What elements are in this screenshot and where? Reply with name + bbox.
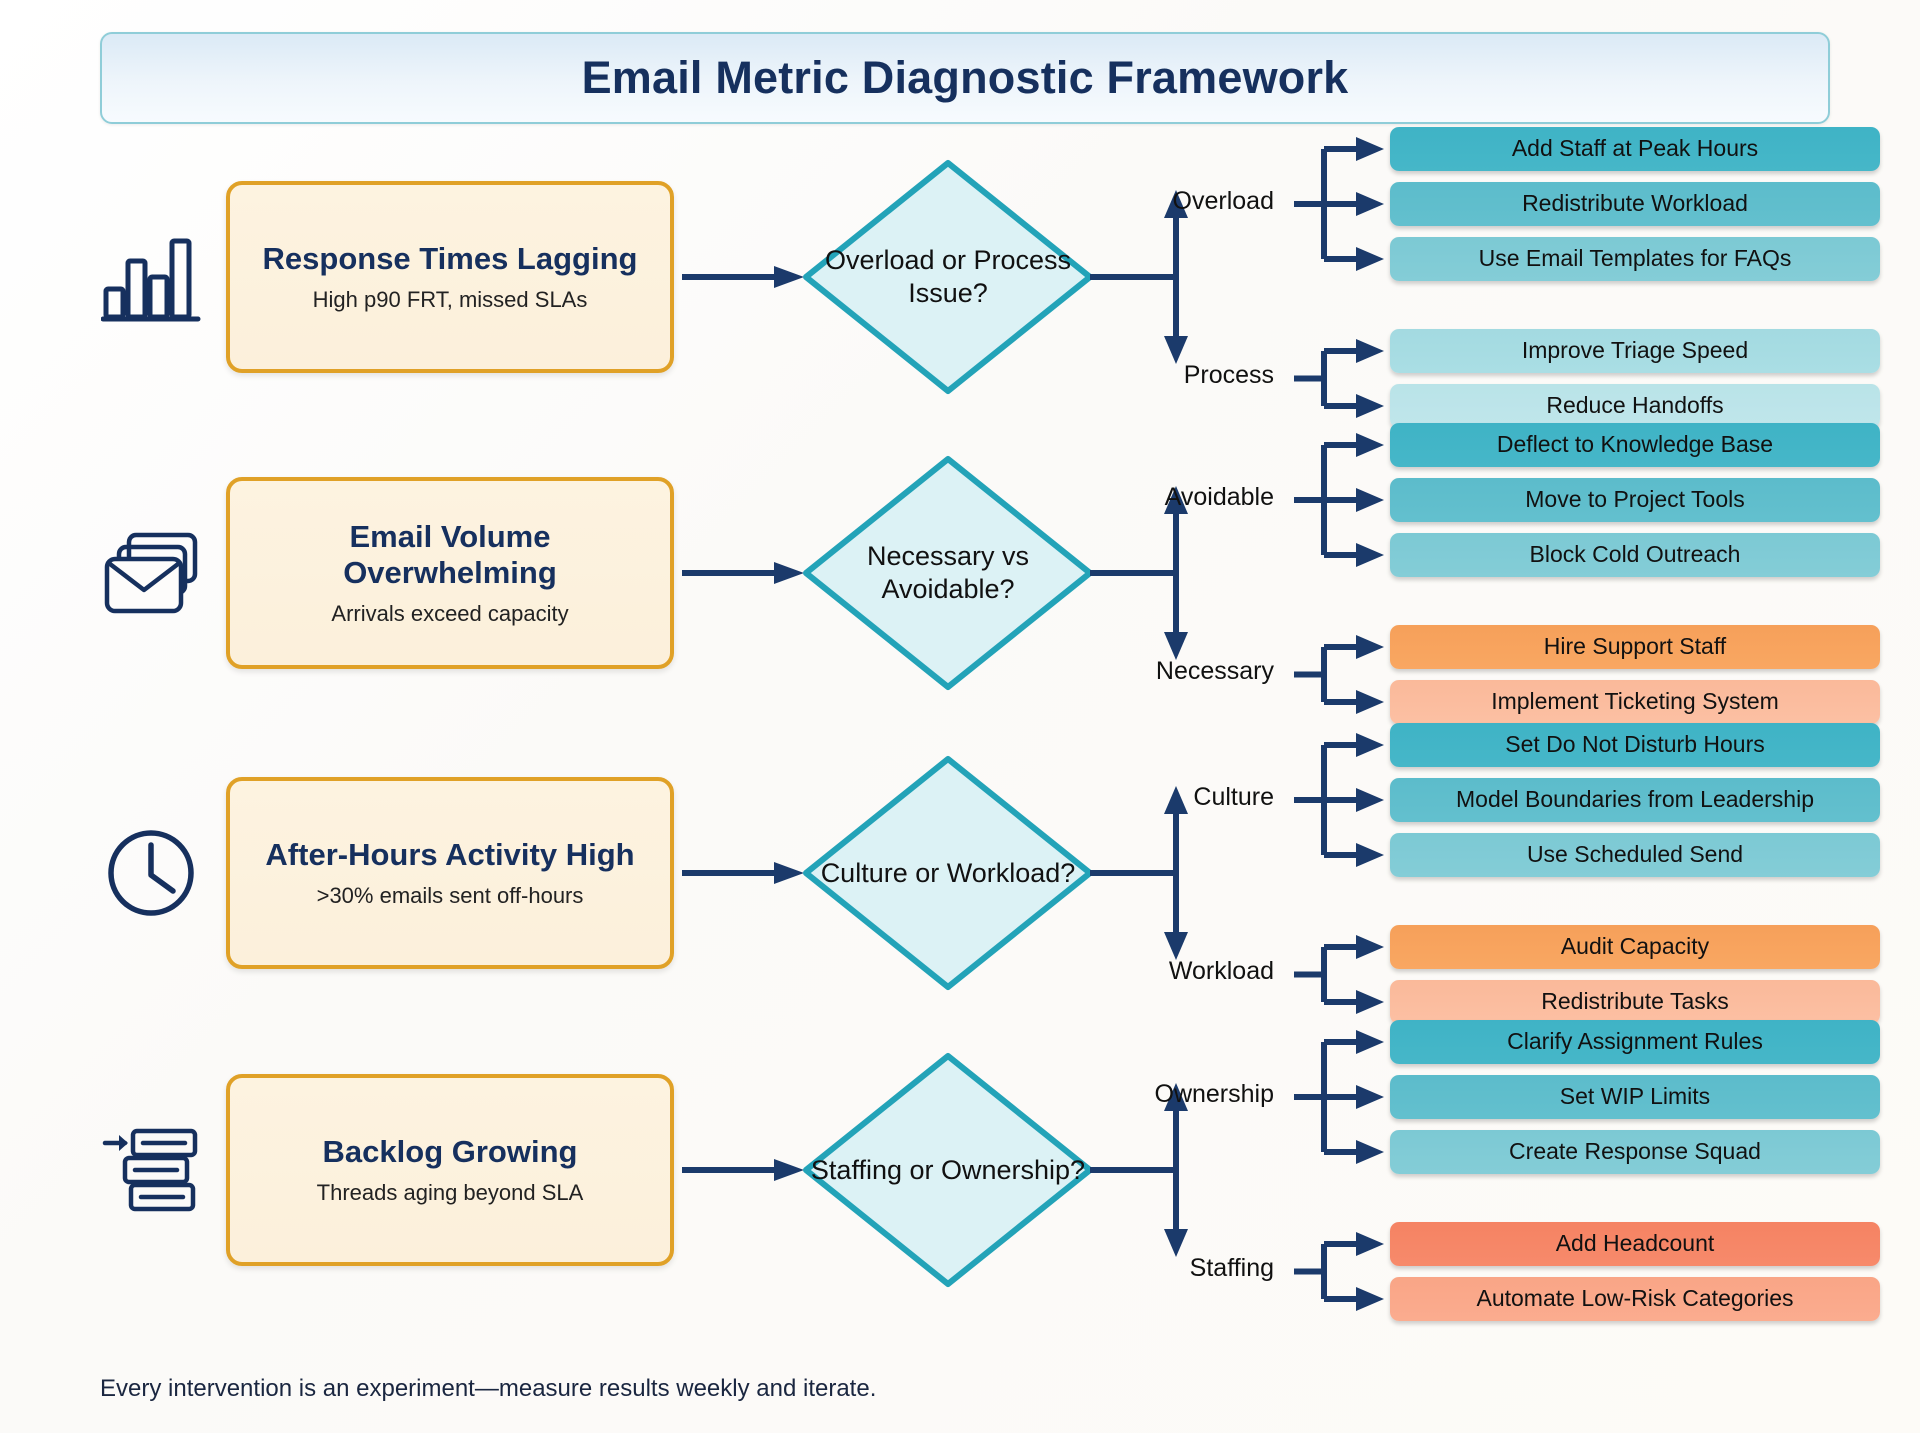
action-pill[interactable]: Improve Triage Speed [1390, 328, 1880, 373]
action-pill[interactable]: Set Do Not Disturb Hours [1390, 722, 1880, 767]
problem-box[interactable]: Backlog Growing Threads aging beyond SLA [226, 1074, 674, 1266]
bar-chart-icon [96, 222, 206, 332]
branch-connector-icon [1090, 786, 1188, 960]
problem-subtitle: Threads aging beyond SLA [316, 1179, 584, 1205]
problem-box[interactable]: After-Hours Activity High >30% emails se… [226, 777, 674, 969]
problem-to-decision-arrow [682, 264, 808, 290]
problem-subtitle: >30% emails sent off-hours [316, 882, 584, 908]
branch-label: Workload [1168, 957, 1274, 985]
branch-label: Staffing [1189, 1254, 1274, 1282]
problem-subtitle: Arrivals exceed capacity [331, 600, 569, 626]
backlog-queue-icon [96, 1115, 206, 1225]
problem-box[interactable]: Email Volume Overwhelming Arrivals excee… [226, 477, 674, 669]
branch-label: Culture [1193, 782, 1274, 811]
action-pill[interactable]: Audit Capacity [1390, 924, 1880, 969]
branch-connector-icon [1090, 1083, 1188, 1257]
footer-note: Every intervention is an experiment—meas… [100, 1375, 877, 1402]
action-pill[interactable]: Redistribute Workload [1390, 181, 1880, 226]
clock-icon [96, 818, 206, 928]
problem-subtitle: High p90 FRT, missed SLAs [312, 286, 588, 312]
problem-title: Response Times Lagging [262, 240, 638, 276]
flow-arrow-icon [682, 562, 804, 584]
branch-connector-icon [1090, 190, 1188, 364]
decision-diamond[interactable]: Culture or Workload? [800, 753, 1096, 993]
branch-label: Ownership [1154, 1079, 1275, 1108]
flow-arrow-icon [682, 1159, 804, 1181]
branch-bracket-icon [1294, 338, 1384, 418]
branch-split [1090, 448, 1340, 698]
branch-label: Overload [1172, 186, 1274, 215]
diagnostic-row: Email Volume Overwhelming Arrivals excee… [0, 422, 1920, 724]
branch-bracket-icon [1294, 136, 1384, 271]
branch-bracket-icon [1294, 934, 1384, 1014]
decision-diamond-shape [803, 456, 1093, 690]
action-pill[interactable]: Add Headcount [1390, 1221, 1880, 1266]
action-pill[interactable]: Add Staff at Peak Hours [1390, 126, 1880, 171]
decision-diamond[interactable]: Overload or Process Issue? [800, 157, 1096, 397]
branch-bracket-icon [1294, 1231, 1384, 1311]
problem-title: After-Hours Activity High [265, 836, 635, 872]
branch-bracket-icon [1294, 1029, 1384, 1164]
decision-diamond-shape [803, 756, 1093, 990]
stacked-envelopes-icon [96, 518, 206, 628]
problem-box[interactable]: Response Times Lagging High p90 FRT, mis… [226, 181, 674, 373]
action-pill[interactable]: Model Boundaries from Leadership [1390, 777, 1880, 822]
branch-split [1090, 748, 1340, 998]
problem-to-decision-arrow [682, 1157, 808, 1183]
action-pill[interactable]: Set WIP Limits [1390, 1074, 1880, 1119]
branch-split [1090, 152, 1340, 402]
diagnostic-row: Backlog Growing Threads aging beyond SLA… [0, 1019, 1920, 1321]
branch-bracket-icon [1294, 634, 1384, 714]
action-pill[interactable]: Reduce Handoffs [1390, 383, 1880, 428]
decision-diamond-shape [803, 160, 1093, 394]
problem-to-decision-arrow [682, 560, 808, 586]
problem-title: Backlog Growing [322, 1133, 578, 1169]
action-pill[interactable]: Clarify Assignment Rules [1390, 1019, 1880, 1064]
branch-bracket-icon [1294, 432, 1384, 567]
decision-diamond[interactable]: Necessary vs Avoidable? [800, 453, 1096, 693]
decision-diamond-shape [803, 1053, 1093, 1287]
branch-label: Avoidable [1164, 482, 1274, 511]
action-pill[interactable]: Use Scheduled Send [1390, 832, 1880, 877]
branch-label: Process [1183, 361, 1274, 389]
branch-bracket-icon [1294, 732, 1384, 867]
action-pill[interactable]: Redistribute Tasks [1390, 979, 1880, 1024]
diagnostic-row: After-Hours Activity High >30% emails se… [0, 722, 1920, 1024]
action-pill[interactable]: Use Email Templates for FAQs [1390, 236, 1880, 281]
action-pill[interactable]: Hire Support Staff [1390, 624, 1880, 669]
page-title: Email Metric Diagnostic Framework [581, 52, 1349, 103]
flow-arrow-icon [682, 266, 804, 288]
action-pill[interactable]: Automate Low-Risk Categories [1390, 1276, 1880, 1321]
decision-diamond[interactable]: Staffing or Ownership? [800, 1050, 1096, 1290]
branch-split [1090, 1045, 1340, 1295]
branch-label: Necessary [1155, 657, 1274, 685]
branch-connector-icon [1090, 486, 1188, 660]
flow-arrow-icon [682, 862, 804, 884]
problem-to-decision-arrow [682, 860, 808, 886]
action-pill[interactable]: Create Response Squad [1390, 1129, 1880, 1174]
action-pill[interactable]: Implement Ticketing System [1390, 679, 1880, 724]
title-banner: Email Metric Diagnostic Framework [100, 32, 1830, 124]
action-pill[interactable]: Deflect to Knowledge Base [1390, 422, 1880, 467]
action-pill[interactable]: Block Cold Outreach [1390, 532, 1880, 577]
diagnostic-row: Response Times Lagging High p90 FRT, mis… [0, 126, 1920, 428]
problem-title: Email Volume Overwhelming [343, 518, 557, 590]
action-pill[interactable]: Move to Project Tools [1390, 477, 1880, 522]
